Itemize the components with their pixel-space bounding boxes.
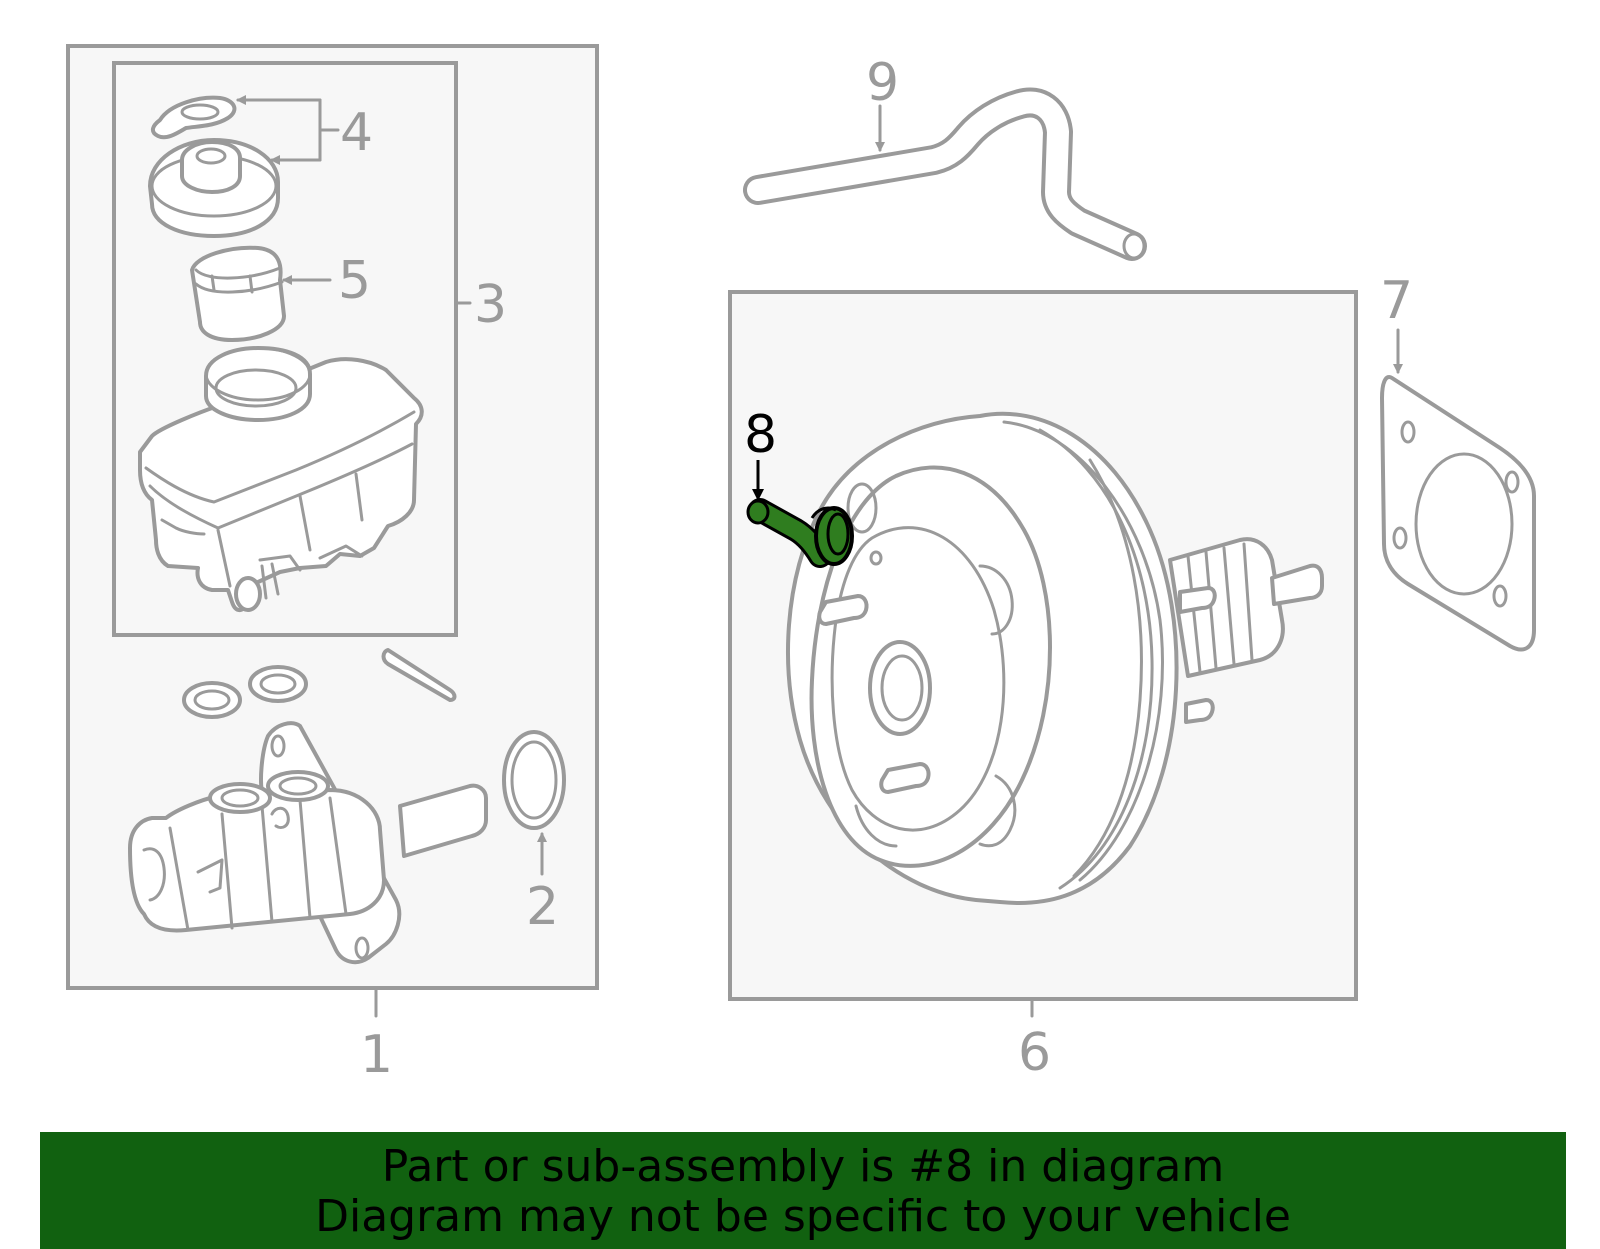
seal-ring: [502, 730, 566, 830]
check-valve-highlighted: [746, 498, 854, 568]
vacuum-hose: [743, 87, 1147, 261]
callout-2: 2: [526, 877, 559, 937]
banner-line-2: Diagram may not be specific to your vehi…: [315, 1191, 1291, 1242]
booster-gasket: [1380, 375, 1536, 652]
retaining-pin: [381, 648, 457, 702]
reservoir-strainer: [190, 245, 286, 342]
o-ring-right: [248, 665, 308, 703]
callout-4-leader: [318, 98, 340, 162]
info-banner: Part or sub-assembly is #8 in diagram Di…: [40, 1132, 1566, 1249]
reservoir-cap: [148, 138, 280, 238]
o-ring-left: [182, 681, 242, 719]
brake-booster: [786, 411, 1324, 905]
callout-4: 4: [340, 103, 373, 163]
callout-6: 6: [1018, 1023, 1051, 1083]
callout-7: 7: [1380, 271, 1413, 331]
master-cylinder: [128, 721, 488, 965]
cap-gasket: [151, 95, 237, 140]
banner-line-1: Part or sub-assembly is #8 in diagram: [381, 1141, 1225, 1192]
callout-3: 3: [474, 275, 507, 335]
callout-1: 1: [360, 1025, 393, 1085]
callout-8: 8: [744, 405, 777, 465]
callout-5: 5: [338, 251, 371, 311]
callout-9: 9: [866, 53, 899, 113]
brake-fluid-reservoir: [138, 346, 424, 612]
